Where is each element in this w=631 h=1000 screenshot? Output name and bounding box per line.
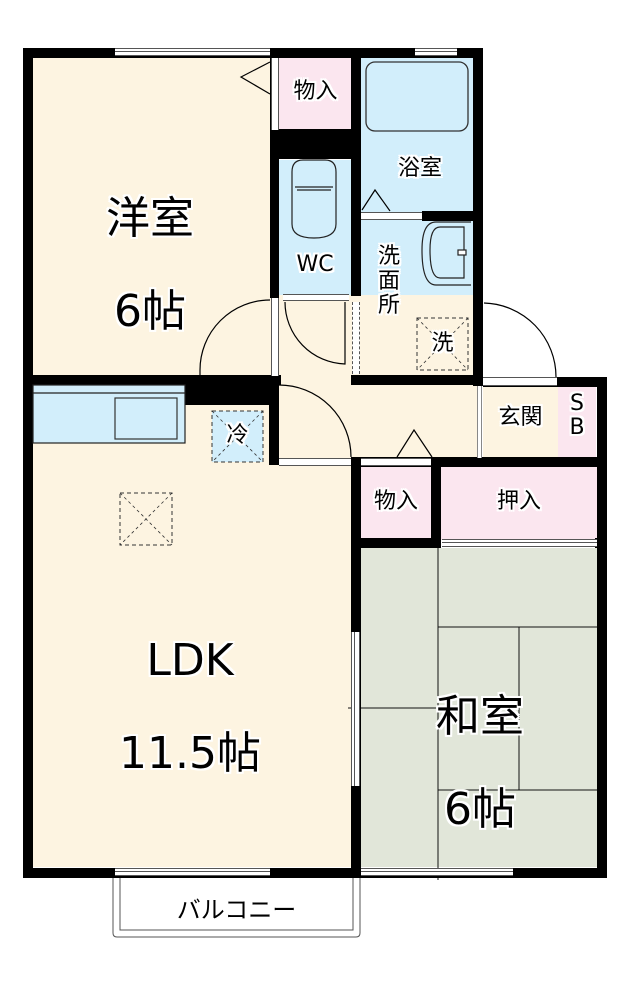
japanese-room-name: 和室 [436,691,524,743]
wall-bottom [23,868,607,878]
wall-fridge-right [269,385,279,465]
wall-right-upper [473,48,483,386]
wall-bath-bottom [422,211,473,221]
wall-storage-mid-bottom [351,538,441,548]
balcony-outline [112,878,361,938]
washer-space-icon [416,317,469,371]
wall-left [23,48,33,878]
ldk-window [115,868,270,876]
ldk-size: 11.5帖 [119,727,261,779]
entrance-step-line [477,386,482,458]
shoe-box-floor [558,387,596,457]
western-room-size: 6帖 [114,285,186,337]
ldk-label: LDK 11.5帖 [80,592,300,777]
fridge-space-icon [211,410,264,463]
japanese-room-size: 6帖 [444,783,516,835]
entrance-door-threshold [483,377,557,386]
japanese-room-label: 和室 6帖 [400,648,560,833]
wall-wc-right [351,48,361,296]
closet-label: 押入 [496,489,541,514]
shoe-box-label: S B [569,391,585,441]
japanese-sliding-door [351,632,360,786]
storage-mid-floor [361,467,431,539]
storage-top-door [271,58,279,130]
western-door-threshold [271,298,279,376]
closet-floor [441,467,597,540]
bath-door-threshold [361,212,422,220]
western-window [115,48,270,56]
toilet-icon [291,159,337,239]
japanese-window-bottom [361,868,513,876]
bath-window [415,48,457,56]
ldk-name: LDK [146,635,234,687]
storage-mid-door [361,458,431,466]
balcony-label: バルコニー [176,896,297,924]
storage-top-floor [279,57,352,129]
washroom-label: 洗 面 所 [377,244,400,319]
western-room-name: 洋室 [106,193,194,245]
wall-right-lower [597,377,607,878]
wall-storage-mid-top [351,457,607,467]
wall-kitchen-block [185,375,279,405]
wall-storage-bottom [270,129,360,159]
wall-ldk-top [23,375,281,385]
wall-washroom-bottom [351,375,483,385]
wall-storage-mid-right [431,457,441,547]
entrance-label: 玄関 [498,405,543,430]
washer-label: 洗 [431,331,454,356]
wall-western-right [270,48,279,298]
western-room-label: 洋室 6帖 [70,150,230,335]
closet-sliding-door [442,539,597,547]
bathtub-icon [365,61,469,132]
wc-label: WC [296,252,334,277]
bathroom-label: 浴室 [397,156,442,181]
entrance-floor [483,387,558,457]
western-room-floor [33,57,271,377]
ceiling-hatch-icon [119,492,173,546]
storage-mid-label: 物入 [373,489,418,514]
washroom-door-threshold [352,302,360,374]
wash-basin-icon [421,221,471,286]
storage-top-label: 物入 [293,79,338,104]
kitchen-counter-icon [32,384,186,444]
fridge-label: 冷 [226,423,249,448]
wc-door-threshold [283,294,349,301]
ldk-door-threshold [279,458,351,466]
wall-closet-corner [595,538,607,548]
